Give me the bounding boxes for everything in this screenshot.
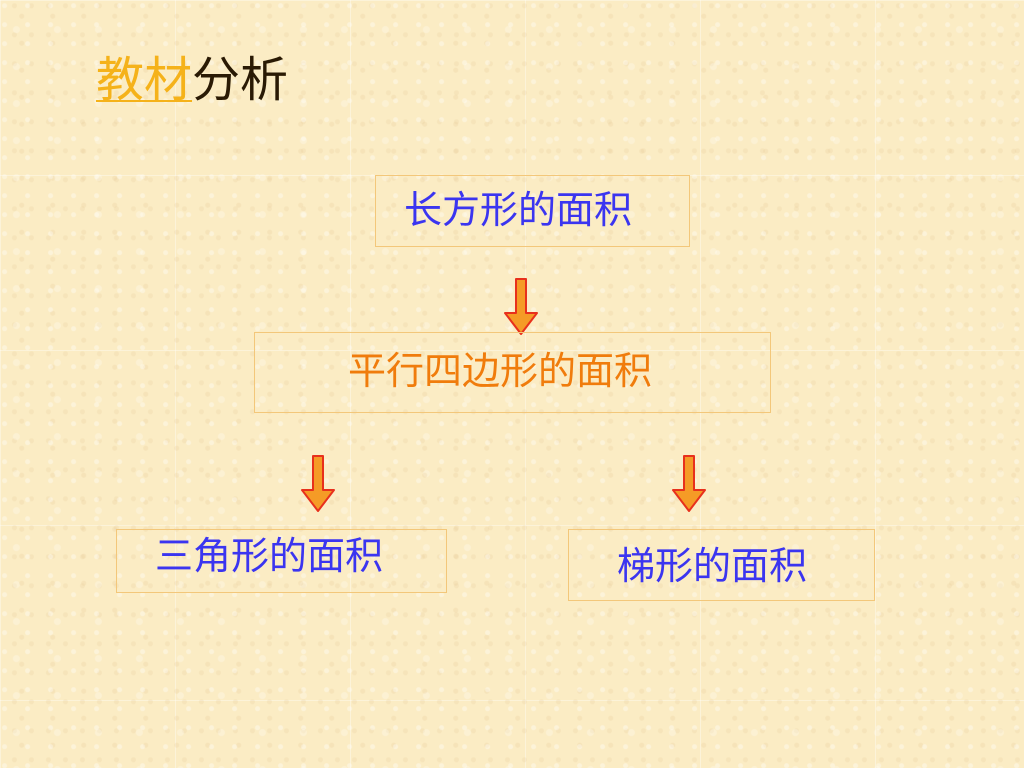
trapezoid-area-label: 梯形的面积 (617, 544, 808, 588)
parallelogram-area-box: 平行四边形的面积 (254, 332, 771, 413)
parallelogram-area-label: 平行四边形的面积 (348, 349, 653, 393)
down-arrow-icon (672, 455, 706, 512)
trapezoid-area-box: 梯形的面积 (568, 529, 875, 601)
rectangle-area-label: 长方形的面积 (404, 188, 633, 232)
triangle-area-label: 三角形的面积 (155, 534, 384, 578)
title-rest: 分析 (192, 52, 289, 108)
rectangle-area-box: 长方形的面积 (375, 175, 690, 247)
slide-title: 教材分析 (96, 44, 288, 116)
triangle-area-box: 三角形的面积 (116, 529, 447, 593)
title-highlight: 教材 (96, 52, 193, 108)
down-arrow-icon (504, 278, 538, 335)
down-arrow-icon (301, 455, 335, 512)
